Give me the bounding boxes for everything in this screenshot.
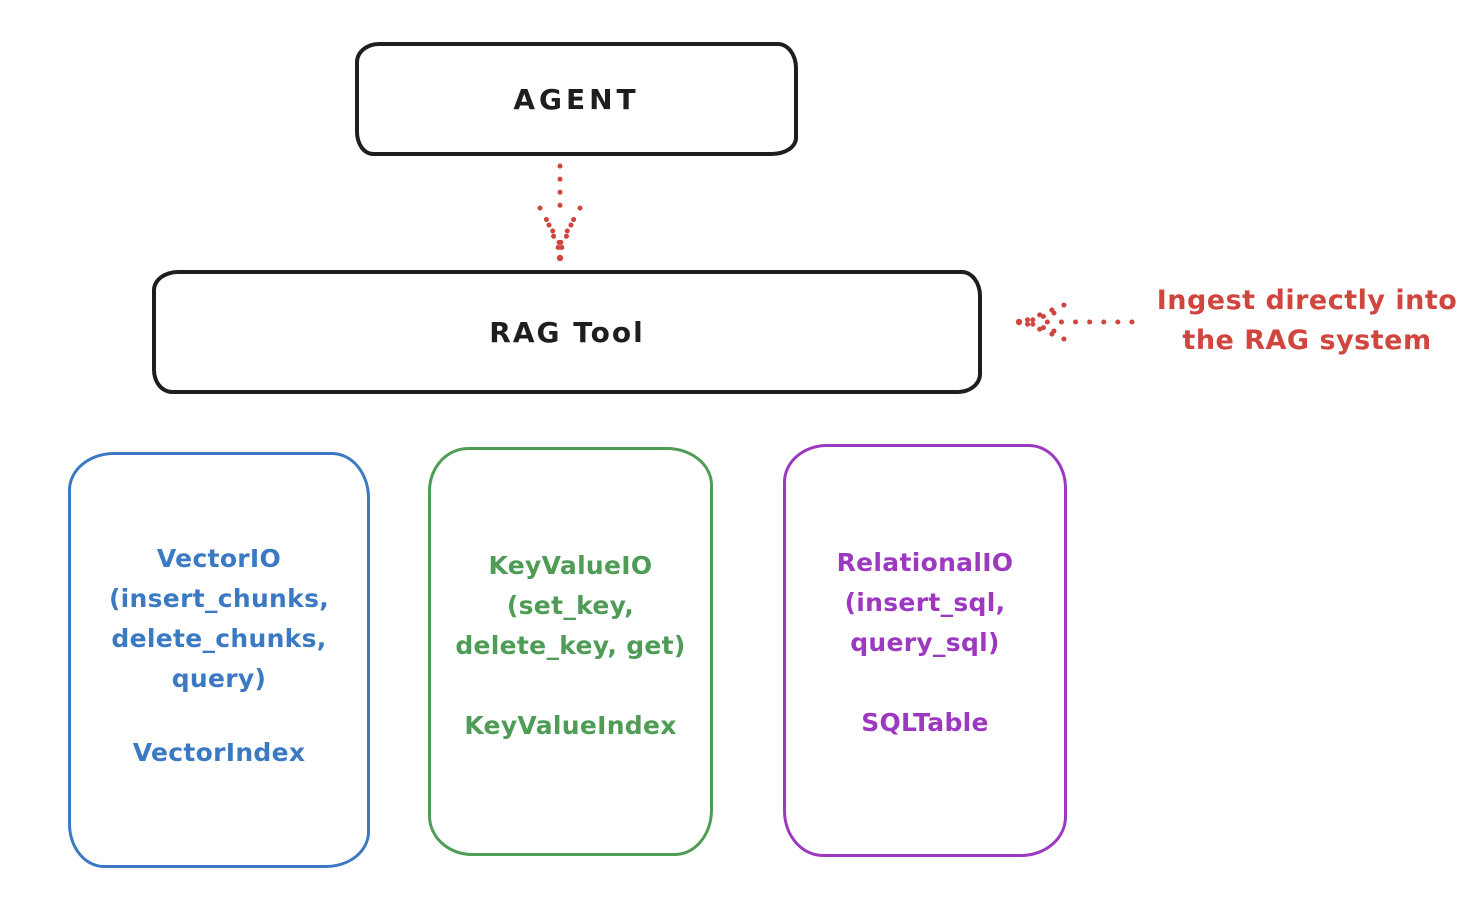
relational-io-box: RelationalIO (insert_sql, query_sql) SQL… (783, 444, 1067, 857)
keyvalue-index-label: KeyValueIndex (464, 711, 677, 740)
sql-table-label: SQLTable (861, 708, 989, 737)
vector-io-title-line: VectorIO (156, 544, 282, 573)
keyvalue-io-title-line: KeyValueIO (488, 551, 653, 580)
agent-to-ragtool-arrow-icon (537, 163, 583, 262)
vector-io-title-line: delete_chunks, (111, 624, 327, 653)
keyvalue-io-title-line: (set_key, (506, 591, 635, 620)
relational-io-title-line: query_sql) (850, 628, 1000, 657)
agent-box: AGENT (355, 42, 798, 156)
rag-tool-label: RAG Tool (489, 315, 645, 349)
relational-io-title-line: (insert_sql, (844, 588, 1006, 617)
vector-io-title-line: query) (171, 664, 267, 693)
ingest-annotation-line1: Ingest directly into (1156, 285, 1458, 316)
vector-io-title-line: (insert_chunks, (108, 584, 330, 613)
rag-tool-box: RAG Tool (152, 270, 982, 394)
ingest-annotation-line2: the RAG system (1182, 325, 1432, 356)
agent-label: AGENT (513, 82, 640, 116)
vector-io-box: VectorIO (insert_chunks, delete_chunks, … (68, 452, 370, 868)
ingest-arrow-icon (1015, 302, 1135, 342)
keyvalue-io-title-line: delete_key, get) (455, 631, 686, 660)
relational-io-title-line: RelationalIO (836, 548, 1014, 577)
keyvalue-io-box: KeyValueIO (set_key, delete_key, get) Ke… (428, 447, 713, 856)
vector-index-label: VectorIndex (132, 738, 306, 767)
ingest-annotation: Ingest directly into the RAG system (1133, 281, 1481, 361)
